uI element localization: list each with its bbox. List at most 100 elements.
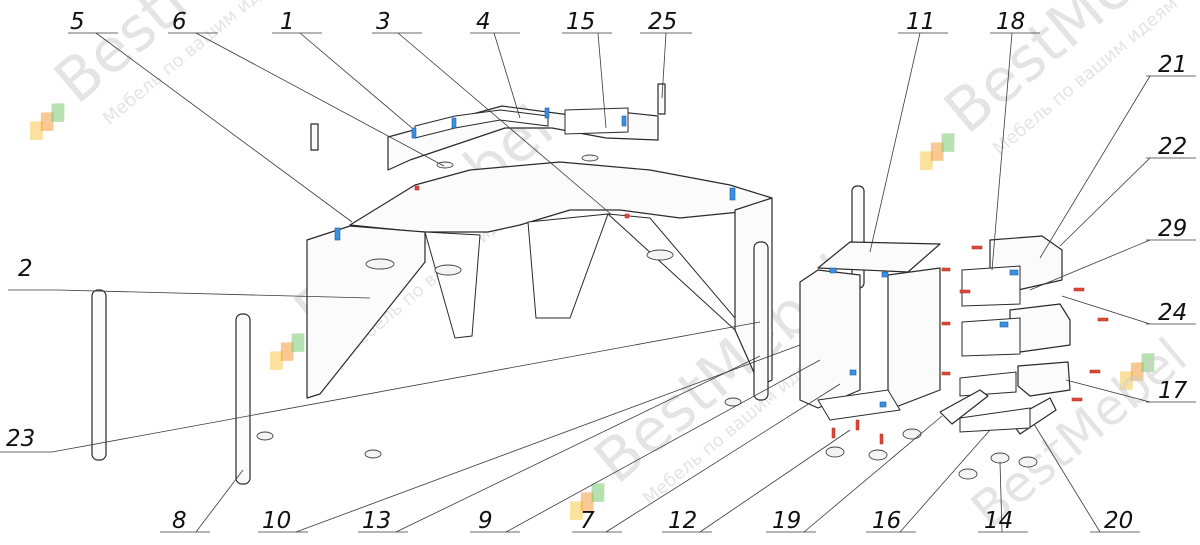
leader-14 — [999, 461, 1003, 533]
cabinet-foot — [825, 446, 845, 458]
callout-20: 20 — [1104, 508, 1133, 534]
drawer-bracket — [1009, 269, 1019, 276]
drawer-screw — [971, 245, 983, 250]
callout-5: 5 — [70, 9, 85, 35]
leader-19 — [803, 415, 943, 533]
leader-16 — [899, 429, 991, 533]
callout-29: 29 — [1158, 216, 1187, 242]
leader-17 — [1065, 379, 1151, 403]
foot — [724, 397, 742, 407]
cabinet-bracket — [881, 271, 889, 278]
leader-5 — [95, 32, 353, 223]
top-shelf-side-panel — [564, 107, 629, 135]
desk-brace-left — [424, 231, 481, 339]
cabinet-top — [817, 241, 941, 273]
leg-11 — [851, 185, 865, 289]
leader-15 — [597, 32, 607, 129]
drawer-screw — [959, 289, 971, 294]
callout-14: 14 — [984, 508, 1013, 534]
leader-23 — [51, 321, 761, 453]
leader-10 — [295, 344, 801, 533]
drawer-screw — [1097, 317, 1109, 322]
callout-3: 3 — [376, 9, 391, 35]
cabinet-bottom — [817, 389, 901, 421]
foot — [364, 449, 382, 459]
cabinet-bracket — [879, 401, 887, 408]
shelf-post-right — [657, 83, 666, 115]
callouts: 5 6 1 3 4 15 25 11 18 21 22 29 — [0, 9, 1196, 534]
cabinet-bracket — [829, 267, 837, 274]
cabinet-side-right — [887, 267, 941, 411]
desk-modesty-panel — [527, 213, 609, 319]
shelf-bracket — [451, 117, 457, 129]
cabinet-screw — [941, 321, 951, 326]
drawer-runner-left — [939, 389, 989, 425]
callout-17: 17 — [1158, 378, 1188, 404]
desk-screw — [414, 185, 420, 191]
leader-18 — [991, 32, 1013, 271]
callout-25: 25 — [648, 9, 677, 35]
drawer-bracket — [999, 321, 1009, 328]
drawer-foot — [958, 468, 978, 480]
cabinet-screw — [941, 267, 951, 272]
leader-29 — [1029, 239, 1151, 291]
drawer-foot — [1018, 456, 1038, 468]
desk-bracket — [334, 227, 341, 241]
leader-4 — [493, 32, 521, 119]
callout-21: 21 — [1158, 52, 1187, 78]
shelf-post-left — [310, 123, 319, 151]
leader-6 — [195, 32, 445, 167]
callout-19: 19 — [772, 508, 801, 534]
desk-screw — [624, 213, 630, 219]
drawer-screw — [1089, 369, 1101, 374]
callout-12: 12 — [668, 508, 697, 534]
grommet-cap — [436, 161, 454, 169]
cabinet-side-left — [799, 269, 861, 409]
drawer-front-3 — [959, 371, 1017, 397]
callout-23: 23 — [6, 426, 35, 452]
shelf-bracket — [544, 107, 550, 119]
desk-side-left — [306, 225, 426, 399]
cabinet-screw — [941, 371, 951, 376]
drawer-stack — [939, 235, 1109, 480]
leader-1 — [299, 32, 413, 129]
callout-9: 9 — [478, 508, 493, 534]
leg-13 — [753, 241, 769, 401]
callout-24: 24 — [1158, 300, 1187, 326]
drawer-front-2 — [961, 317, 1021, 357]
callout-8: 8 — [172, 508, 187, 534]
cabinet-bracket — [849, 369, 857, 376]
cabinet-foot — [902, 428, 922, 440]
callout-16: 16 — [872, 508, 901, 534]
grommet-cap — [581, 154, 599, 162]
cabinet-screw — [831, 427, 836, 439]
drawer-screw — [1073, 287, 1085, 292]
callout-13: 13 — [362, 508, 391, 534]
leg-8 — [235, 313, 251, 485]
leader-3 — [397, 32, 613, 216]
leg-23 — [91, 289, 107, 461]
callout-15: 15 — [566, 9, 595, 35]
grommet — [365, 258, 395, 270]
desk-assembly — [91, 154, 865, 485]
callout-18: 18 — [996, 9, 1025, 35]
drawer-3 — [1017, 361, 1071, 397]
drawer-foot — [990, 452, 1010, 464]
desk-brace-right — [606, 213, 736, 332]
shelf-bracket — [621, 115, 627, 127]
desk-bracket — [729, 187, 736, 201]
callout-4: 4 — [476, 9, 491, 35]
leader-8 — [195, 469, 244, 533]
grommet — [434, 264, 462, 276]
leader-22 — [1059, 157, 1151, 247]
callout-7: 7 — [580, 508, 595, 534]
callout-11: 11 — [906, 9, 935, 35]
leader-20 — [1033, 423, 1101, 533]
leader-9 — [505, 359, 821, 533]
top-shelf-assembly — [310, 83, 666, 171]
watermark-logo-5 — [1120, 353, 1155, 390]
shelf-bracket — [411, 127, 417, 139]
callout-2: 2 — [18, 256, 33, 282]
